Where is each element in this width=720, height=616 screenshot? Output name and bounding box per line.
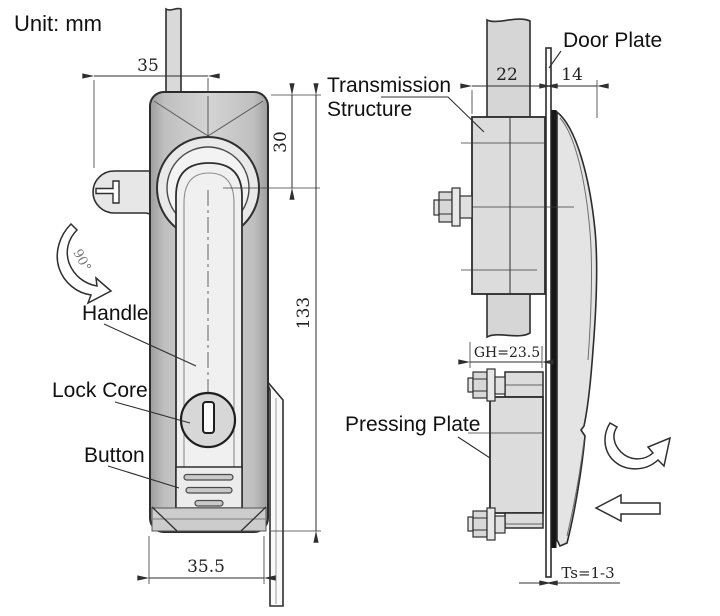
- button-ridge-2: [185, 486, 233, 494]
- door-plate: [545, 47, 552, 578]
- dim-text-ts: Ts=1-3: [561, 564, 614, 582]
- pressing-plate-label: Pressing Plate: [345, 413, 480, 436]
- motion-arrows: 90°: [56, 222, 672, 523]
- lock-core-label: Lock Core: [52, 379, 148, 402]
- pressing-bolt-bottom: [467, 507, 506, 541]
- handle-blade-profile: [556, 110, 598, 548]
- button-leader-line: [107, 465, 180, 489]
- transmission-label-1: Transmission: [327, 74, 451, 97]
- t-slot: [95, 180, 120, 204]
- handle-grip: [175, 162, 243, 509]
- lock-core-leader-line: [114, 401, 191, 424]
- keyhole: [202, 401, 215, 434]
- button-label: Button: [84, 444, 145, 467]
- pressing-plate: [489, 396, 544, 514]
- latch-rod: [265, 379, 284, 607]
- mounting-bolt-middle: [433, 187, 473, 227]
- side-view: [433, 18, 598, 578]
- button-ridge-1: [183, 473, 234, 481]
- cap-crease-lines: [153, 100, 264, 137]
- labels: Unit: mm Handle Lock Core Button Door Pl…: [14, 11, 662, 489]
- dim-text-133: 133: [294, 297, 314, 329]
- swing-open-arrow-icon: [604, 421, 672, 470]
- pressing-bolt-top: [467, 368, 506, 402]
- press-direction-arrow-icon: [594, 493, 661, 523]
- dim-text-14: 14: [561, 65, 583, 85]
- transmission-label-2: Structure: [327, 98, 412, 121]
- dim-text-35: 35: [137, 56, 159, 76]
- dim-text-30: 30: [271, 131, 291, 153]
- button-ridge-3: [194, 499, 224, 507]
- handle-blade-inner-line-2: [566, 439, 585, 537]
- dim-text-22: 22: [496, 65, 518, 85]
- front-top-rod: [165, 7, 182, 97]
- door-plate-label: Door Plate: [563, 29, 662, 52]
- bottom-bevel-left: [151, 506, 178, 532]
- dimensions: 35 30 133 35.5 22 14 GH=23.5 Ts=1-3: [82, 56, 620, 586]
- pressing-plate-top-step: [504, 371, 544, 398]
- transmission-block: [471, 116, 546, 295]
- unit-label: Unit: mm: [14, 11, 102, 36]
- side-bottom-rod: [486, 293, 531, 339]
- rotate-90-arrow-icon: [56, 222, 113, 305]
- pressing-plate-leader-line: [457, 436, 491, 459]
- pressing-plate-bottom-step: [504, 512, 544, 529]
- gasket-strip: [551, 110, 557, 548]
- handle-label: Handle: [82, 302, 149, 325]
- front-view: [92, 7, 320, 607]
- handle-grip-inner-line: [183, 172, 235, 508]
- handle-blade-inner-line: [559, 117, 592, 361]
- side-top-rod: [486, 18, 531, 118]
- handle-leader-line: [103, 323, 197, 367]
- dim-text-35-5: 35.5: [187, 557, 225, 577]
- transmission-leader-line: [381, 96, 485, 133]
- door-plate-leader-line: [548, 50, 562, 69]
- bottom-bevel-right: [240, 506, 267, 532]
- dim-text-gh: GH=23.5: [474, 345, 540, 361]
